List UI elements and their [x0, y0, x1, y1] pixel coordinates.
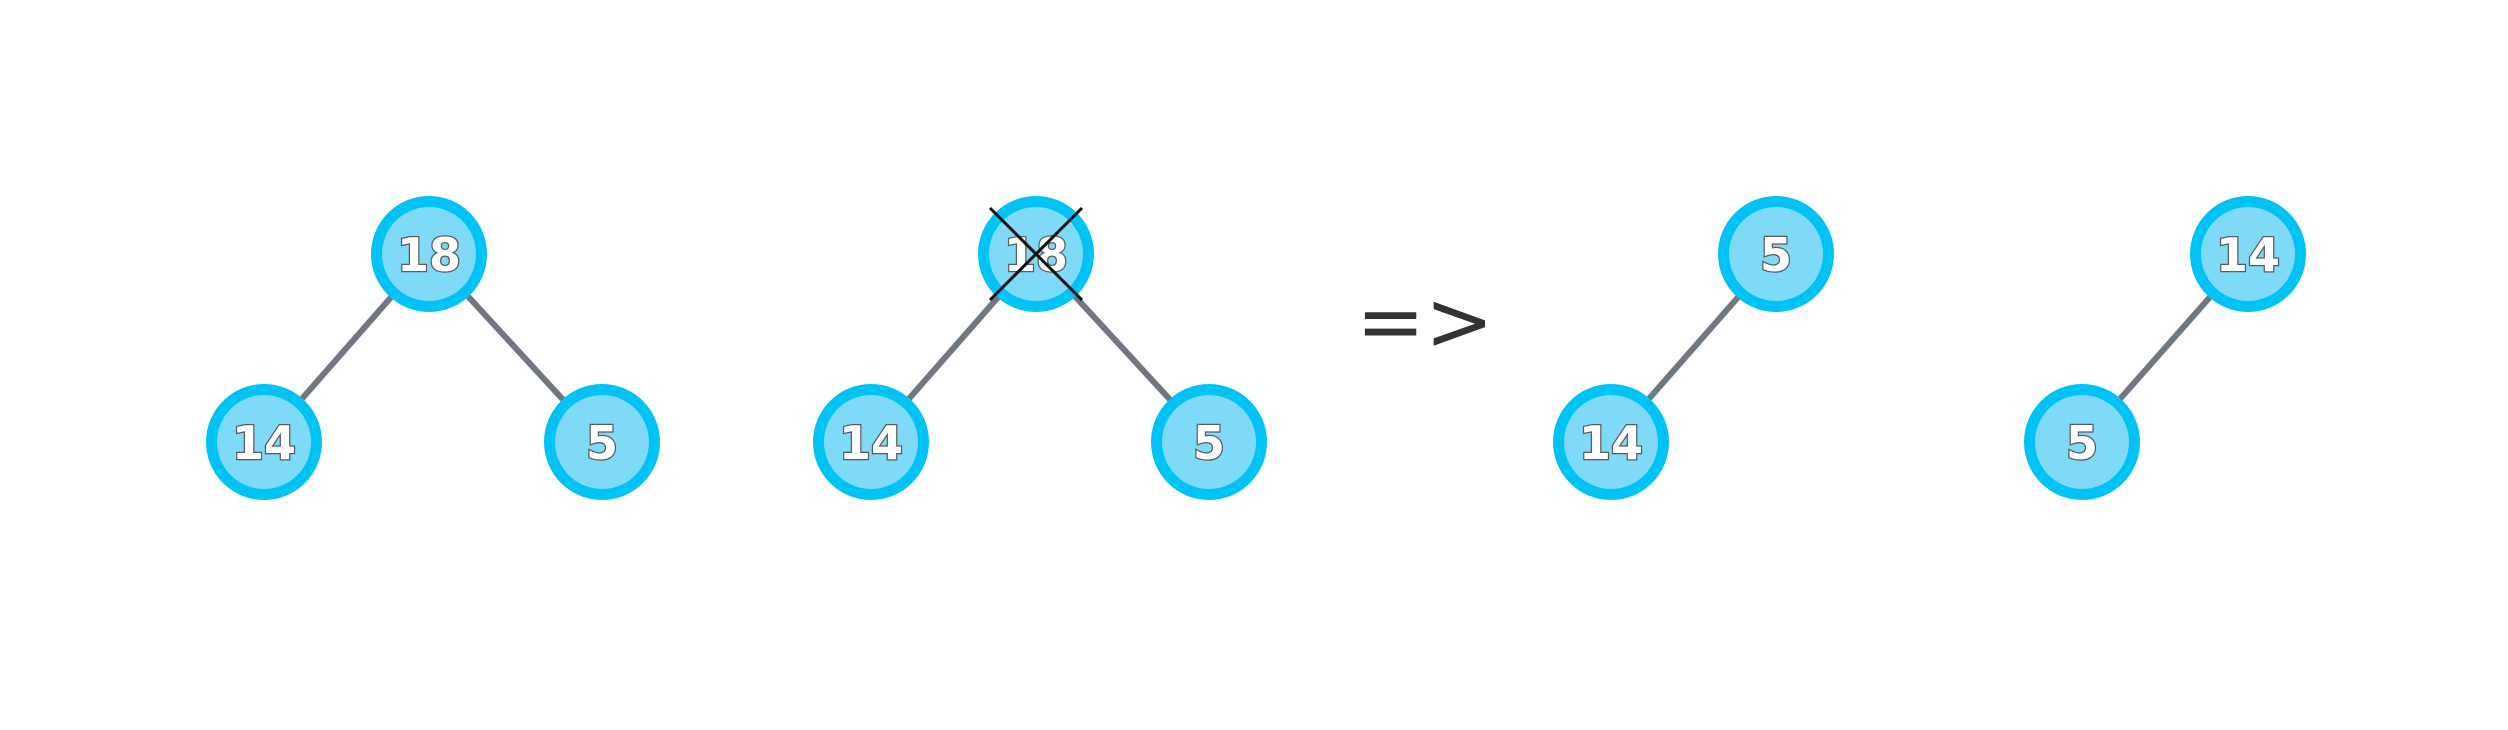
node-inner-fill: [1162, 395, 1256, 489]
tree-delete-root-delete-cross-icon: [988, 206, 1084, 302]
node-inner-fill: [555, 395, 649, 489]
marks-layer: [988, 206, 1084, 302]
node-label: 14: [232, 416, 296, 470]
tree-result-b-node-root: 14: [2190, 196, 2306, 312]
node-inner-fill: [2201, 207, 2295, 301]
node-label: 18: [1004, 228, 1068, 282]
tree-original-node-right: 5: [544, 384, 660, 500]
tree-delete-root-node-right: 5: [1151, 384, 1267, 500]
nodes-layer: 18 14 5 18 14 5 5 14 14 5: [206, 196, 2306, 500]
tree-result-a-node-root: 5: [1718, 196, 1834, 312]
tree-result-b-node-left: 5: [2024, 384, 2140, 500]
node-inner-fill: [1729, 207, 1823, 301]
node-label: 5: [2066, 416, 2098, 470]
result-arrow: =>: [1356, 275, 1493, 370]
node-inner-fill: [2035, 395, 2129, 489]
node-inner-fill: [217, 395, 311, 489]
node-label: 5: [1193, 416, 1225, 470]
node-label: 5: [586, 416, 618, 470]
tree-original-node-root: 18: [371, 196, 487, 312]
tree-original-node-left: 14: [206, 384, 322, 500]
node-inner-fill: [824, 395, 918, 489]
tree-result-a-node-left: 14: [1553, 384, 1669, 500]
node-inner-fill: [382, 207, 476, 301]
node-label: 18: [397, 228, 461, 282]
node-label: 14: [2216, 228, 2280, 282]
cross-stroke-b: [988, 206, 1084, 302]
node-label: 5: [1760, 228, 1792, 282]
tree-delete-root-node-left: 14: [813, 384, 929, 500]
node-inner-fill: [1564, 395, 1658, 489]
node-label: 14: [839, 416, 903, 470]
node-label: 14: [1579, 416, 1643, 470]
